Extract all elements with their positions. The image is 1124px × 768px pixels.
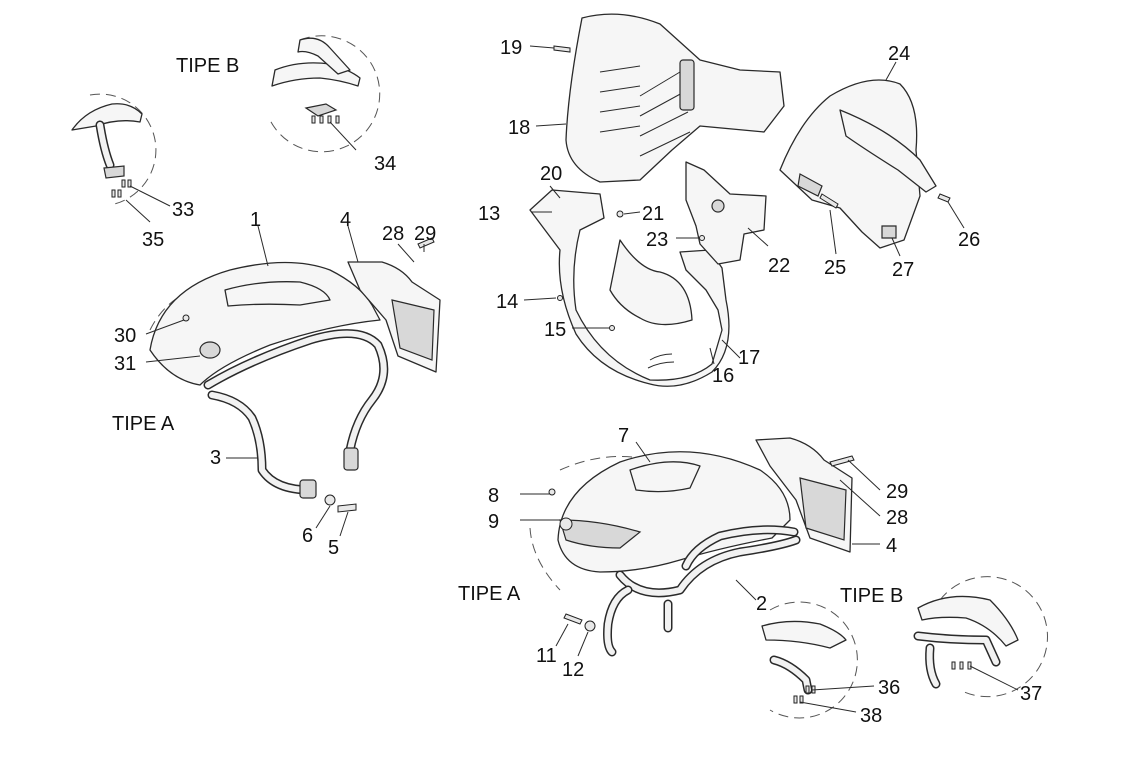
callout-16: 16 (712, 365, 734, 387)
callout-15: 15 (544, 319, 566, 341)
callout-4-left: 4 (340, 209, 351, 231)
callout-27: 27 (892, 259, 914, 281)
part-13-lower-cover (529, 189, 730, 387)
callout-3: 3 (210, 447, 221, 469)
label-tipe-a-left: TIPE A (112, 413, 175, 435)
callout-21: 21 (642, 203, 664, 225)
callout-14: 14 (496, 291, 518, 313)
callout-26: 26 (958, 229, 980, 251)
callout-36: 36 (878, 677, 900, 699)
type-labels: TIPE B TIPE A TIPE A TIPE B (112, 55, 903, 607)
detail-circle-37 (913, 576, 1048, 698)
callout-5: 5 (328, 537, 339, 559)
callout-18: 18 (508, 117, 530, 139)
detail-circle-36-38 (761, 601, 858, 719)
callout-20: 20 (540, 163, 562, 185)
callout-24: 24 (888, 43, 910, 65)
callout-12: 12 (562, 659, 584, 681)
callout-29-left: 29 (414, 223, 436, 245)
callout-28-left: 28 (382, 223, 404, 245)
callout-37: 37 (1020, 683, 1042, 705)
part-18-cover (553, 13, 785, 183)
callout-25: 25 (824, 257, 846, 279)
callout-19: 19 (500, 37, 522, 59)
callout-30: 30 (114, 325, 136, 347)
label-tipe-b-bottom: TIPE B (840, 585, 903, 607)
callout-35: 35 (142, 229, 164, 251)
label-tipe-a-bottom: TIPE A (458, 583, 521, 605)
label-tipe-b-top: TIPE B (176, 55, 239, 77)
callout-22: 22 (768, 255, 790, 277)
rear-fender-assembly-left (149, 261, 389, 513)
rear-fender-assembly-right (529, 451, 801, 657)
detail-circle-tipe-b-top (269, 35, 381, 153)
plate-holder-left (347, 237, 441, 373)
callout-9: 9 (488, 511, 499, 533)
callout-17: 17 (738, 347, 760, 369)
callout-8: 8 (488, 485, 499, 507)
callout-38: 38 (860, 705, 882, 727)
callout-31: 31 (114, 353, 136, 375)
part-22-bracket (685, 161, 767, 265)
callout-29-right: 29 (886, 481, 908, 503)
callout-7: 7 (618, 425, 629, 447)
callout-28-right: 28 (886, 507, 908, 529)
callout-33: 33 (172, 199, 194, 221)
detail-circle-small-left (71, 93, 157, 206)
callout-23: 23 (646, 229, 668, 251)
callout-1: 1 (250, 209, 261, 231)
callout-4-right: 4 (886, 535, 897, 557)
part-24-hugger (779, 79, 951, 249)
plate-holder-right (755, 437, 855, 553)
callout-2: 2 (756, 593, 767, 615)
part-number-callouts: 1 2 3 4 4 5 6 7 8 9 11 12 13 14 15 16 17… (114, 37, 1042, 727)
callout-6: 6 (302, 525, 313, 547)
callout-34: 34 (374, 153, 396, 175)
callout-13: 13 (478, 203, 500, 225)
leader-lines (125, 45, 1019, 713)
callout-11: 11 (536, 645, 557, 667)
